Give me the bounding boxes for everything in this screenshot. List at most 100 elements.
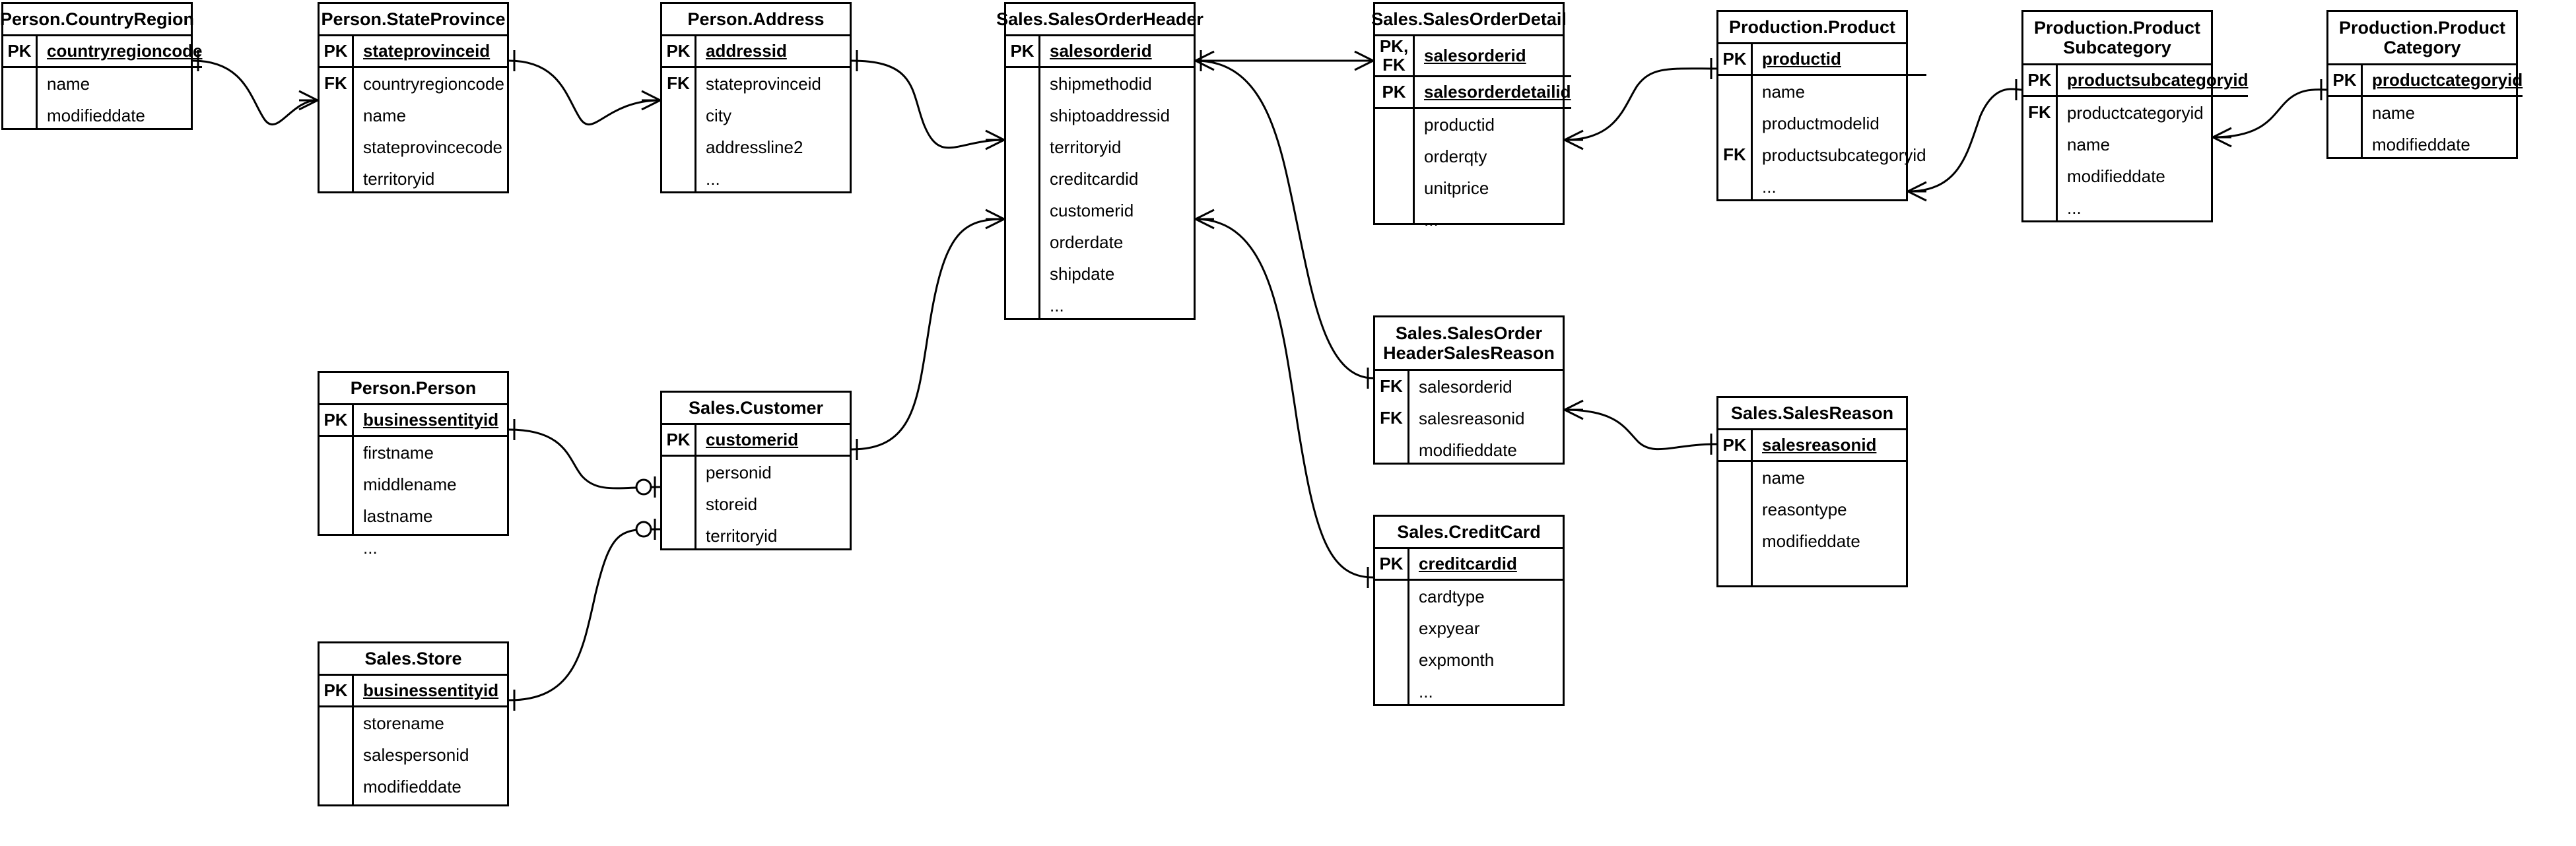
attribute-row[interactable]: shipmethodid xyxy=(1040,68,1194,100)
key-badge xyxy=(1375,109,1413,141)
key-badge xyxy=(320,707,352,739)
attribute-row[interactable]: businessentityid xyxy=(354,676,507,707)
attribute-row[interactable]: productcategoryid xyxy=(2058,97,2248,129)
attribute-row[interactable]: salesreasonid xyxy=(1753,430,1906,462)
attribute-row[interactable]: storeid xyxy=(696,488,850,520)
attribute-row[interactable]: stateprovinceid xyxy=(354,36,507,68)
attribute-row[interactable]: unitprice xyxy=(1415,172,1571,204)
attribute-row[interactable]: salespersonid xyxy=(354,739,507,771)
attribute-row[interactable]: addressid xyxy=(696,36,850,68)
attribute-row[interactable]: productid xyxy=(1415,109,1571,141)
attribute-row[interactable]: ... xyxy=(354,532,507,564)
attribute-row[interactable]: territoryid xyxy=(354,163,507,195)
attribute-row[interactable]: orderdate xyxy=(1040,226,1194,258)
attribute-row[interactable]: lastname xyxy=(354,500,507,532)
attribute-row[interactable]: territoryid xyxy=(696,520,850,552)
attribute-row[interactable]: personid xyxy=(696,457,850,488)
attribute-row[interactable]: addressline2 xyxy=(696,131,850,163)
key-badge xyxy=(2328,97,2361,129)
attribute-row[interactable]: salesorderid xyxy=(1040,36,1194,68)
attribute-row[interactable]: name xyxy=(38,68,202,100)
attribute-row[interactable]: ... xyxy=(2058,192,2248,224)
attribute-row[interactable]: reasontype xyxy=(1753,494,1906,525)
attribute-row[interactable]: shipdate xyxy=(1040,258,1194,290)
attribute-row[interactable]: name xyxy=(2058,129,2248,160)
attribute-row[interactable]: productcategoryid xyxy=(2363,65,2523,97)
attribute-row[interactable]: creditcardid xyxy=(1040,163,1194,195)
attribute-row[interactable]: countryregioncode xyxy=(38,36,203,68)
attribute-row[interactable]: territoryid xyxy=(1040,131,1194,163)
attribute-name: expyear xyxy=(1419,618,1480,638)
attribute-row[interactable]: stateprovincecode xyxy=(354,131,507,163)
attribute-row[interactable]: productsubcategoryid xyxy=(1753,139,1926,171)
attribute-row[interactable]: salesorderdetailid xyxy=(1415,77,1571,109)
attribute-row[interactable]: name xyxy=(1753,462,1906,494)
attribute-row[interactable]: modifieddate xyxy=(1409,434,1563,466)
attribute-row[interactable]: ... xyxy=(1040,290,1194,321)
attribute-row[interactable]: ... xyxy=(1753,171,1926,203)
attribute-row[interactable]: name xyxy=(2363,97,2523,129)
attribute-row[interactable]: expmonth xyxy=(1409,644,1563,676)
attribute-row[interactable]: firstname xyxy=(354,437,507,469)
relationship-salesorderheader-creditcard xyxy=(1195,209,1374,588)
attribute-row[interactable]: ... xyxy=(1409,676,1563,707)
attribute-row[interactable]: countryregioncode xyxy=(354,68,507,100)
attribute-row[interactable]: creditcardid xyxy=(1409,549,1563,581)
attribute-row[interactable]: customerid xyxy=(696,425,850,457)
attribute-name: stateprovincecode xyxy=(363,137,503,157)
attribute-row[interactable]: modifieddate xyxy=(38,100,202,131)
attribute-row[interactable]: modifieddate xyxy=(2363,129,2523,160)
attribute-row[interactable]: salesorderid xyxy=(1415,36,1571,77)
key-badge xyxy=(2023,192,2056,224)
attribute-row[interactable]: ... xyxy=(696,163,850,195)
key-badge xyxy=(662,131,695,163)
attribute-row[interactable]: salesorderid xyxy=(1409,371,1563,403)
attribute-row[interactable]: city xyxy=(696,100,850,131)
key-badge: PK xyxy=(2328,65,2361,97)
key-badge xyxy=(320,771,352,802)
attribute-row[interactable]: productid xyxy=(1753,44,1926,76)
attribute-row[interactable]: productsubcategoryid xyxy=(2058,65,2249,97)
attribute-row[interactable]: shiptoaddressid xyxy=(1040,100,1194,131)
attribute-name: modifieddate xyxy=(363,776,461,797)
attribute-name: salespersonid xyxy=(363,744,469,765)
attribute-row[interactable]: cardtype xyxy=(1409,581,1563,612)
attribute-row[interactable]: businessentityid xyxy=(354,405,507,437)
attribute-row[interactable]: customerid xyxy=(1040,195,1194,226)
entity-title-line: Sales.SalesOrderDetail xyxy=(1371,9,1567,29)
attribute-row[interactable]: name xyxy=(354,100,507,131)
attribute-name: reasontype xyxy=(1762,499,1847,519)
attribute-row[interactable]: name xyxy=(1753,76,1926,108)
attribute-row[interactable]: storename xyxy=(354,707,507,739)
attribute-row[interactable]: stateprovinceid xyxy=(696,68,850,100)
attribute-row[interactable]: modifieddate xyxy=(2058,160,2248,192)
attribute-row[interactable]: modifieddate xyxy=(354,771,507,802)
attribute-row[interactable]: salesreasonid xyxy=(1409,403,1563,434)
attribute-name: name xyxy=(47,73,90,94)
key-badge xyxy=(1375,676,1407,707)
attribute-row[interactable]: expyear xyxy=(1409,612,1563,644)
attribute-row[interactable]: ... xyxy=(1415,204,1571,236)
attribute-name: name xyxy=(1762,467,1806,488)
key-badge xyxy=(320,469,352,500)
attribute-row[interactable]: modifieddate xyxy=(1753,525,1906,557)
attribute-row[interactable]: productmodelid xyxy=(1753,108,1926,139)
attribute-row[interactable]: middlename xyxy=(354,469,507,500)
attribute-row[interactable]: orderqty xyxy=(1415,141,1571,172)
